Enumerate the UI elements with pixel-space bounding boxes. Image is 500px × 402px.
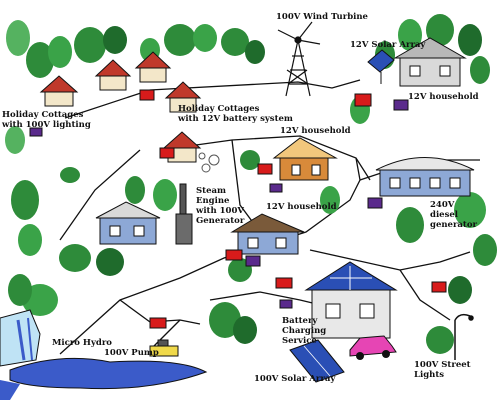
batteries-purple — [29, 99, 409, 309]
label-solar-array-12v: 12V Solar Array — [350, 40, 426, 50]
pink-car — [349, 335, 397, 360]
label-street-lights: 100V Street Lights — [414, 360, 471, 380]
hut-4 — [164, 81, 202, 113]
micro-hydro — [0, 309, 208, 400]
label-household-12v-center: 12V household — [280, 126, 351, 136]
hut-2 — [134, 51, 172, 83]
solar-array-100v — [289, 339, 345, 383]
power-line-east — [309, 249, 471, 271]
power-line-streetlights — [399, 269, 451, 321]
trees — [5, 14, 497, 354]
label-pump-100v: 100V Pump — [104, 348, 159, 358]
batteries-red — [139, 89, 447, 329]
label-wind-turbine: 100V Wind Turbine — [276, 12, 368, 22]
pump-unit — [149, 339, 179, 357]
label-holiday-cottages-12v: Holiday Cottages with 12V battery system — [178, 104, 293, 124]
battery-charging-building — [304, 261, 398, 339]
tree-cluster-right — [396, 192, 497, 354]
house-steam — [95, 183, 193, 245]
house-diesel — [375, 157, 475, 197]
hut-1 — [94, 59, 132, 91]
holiday-huts — [39, 51, 202, 163]
label-diesel-generator: 240V diesel generator — [430, 200, 477, 230]
tree-cluster-center — [209, 150, 340, 344]
hut-3 — [39, 75, 79, 107]
label-holiday-cottages-100v: Holiday Cottages with 100V lighting — [2, 110, 91, 130]
label-battery-charging: Battery Charging Service — [282, 316, 327, 346]
house-center-orange — [272, 137, 338, 181]
label-solar-array-100v: 100V Solar Array — [254, 374, 336, 384]
street-lights — [454, 313, 474, 360]
power-line-left — [59, 149, 141, 241]
steam-smoke — [198, 152, 220, 173]
hut-5 — [162, 131, 202, 163]
solar-array-12v — [367, 49, 395, 84]
tree-cluster-left — [5, 126, 177, 316]
label-micro-hydro: Micro Hydro — [52, 338, 112, 348]
power-line-main — [59, 157, 361, 355]
tree-cluster-top-left — [6, 20, 265, 78]
wind-turbine — [277, 21, 321, 97]
power-line-middle — [159, 135, 371, 181]
house-lower — [230, 213, 305, 255]
label-steam-engine: Steam Engine with 100V Generator — [196, 186, 245, 226]
label-household-12v-lower: 12V household — [266, 202, 337, 212]
house-top-right — [393, 37, 467, 87]
label-household-12v-right: 12V household — [408, 92, 479, 102]
power-line-top — [64, 79, 361, 119]
